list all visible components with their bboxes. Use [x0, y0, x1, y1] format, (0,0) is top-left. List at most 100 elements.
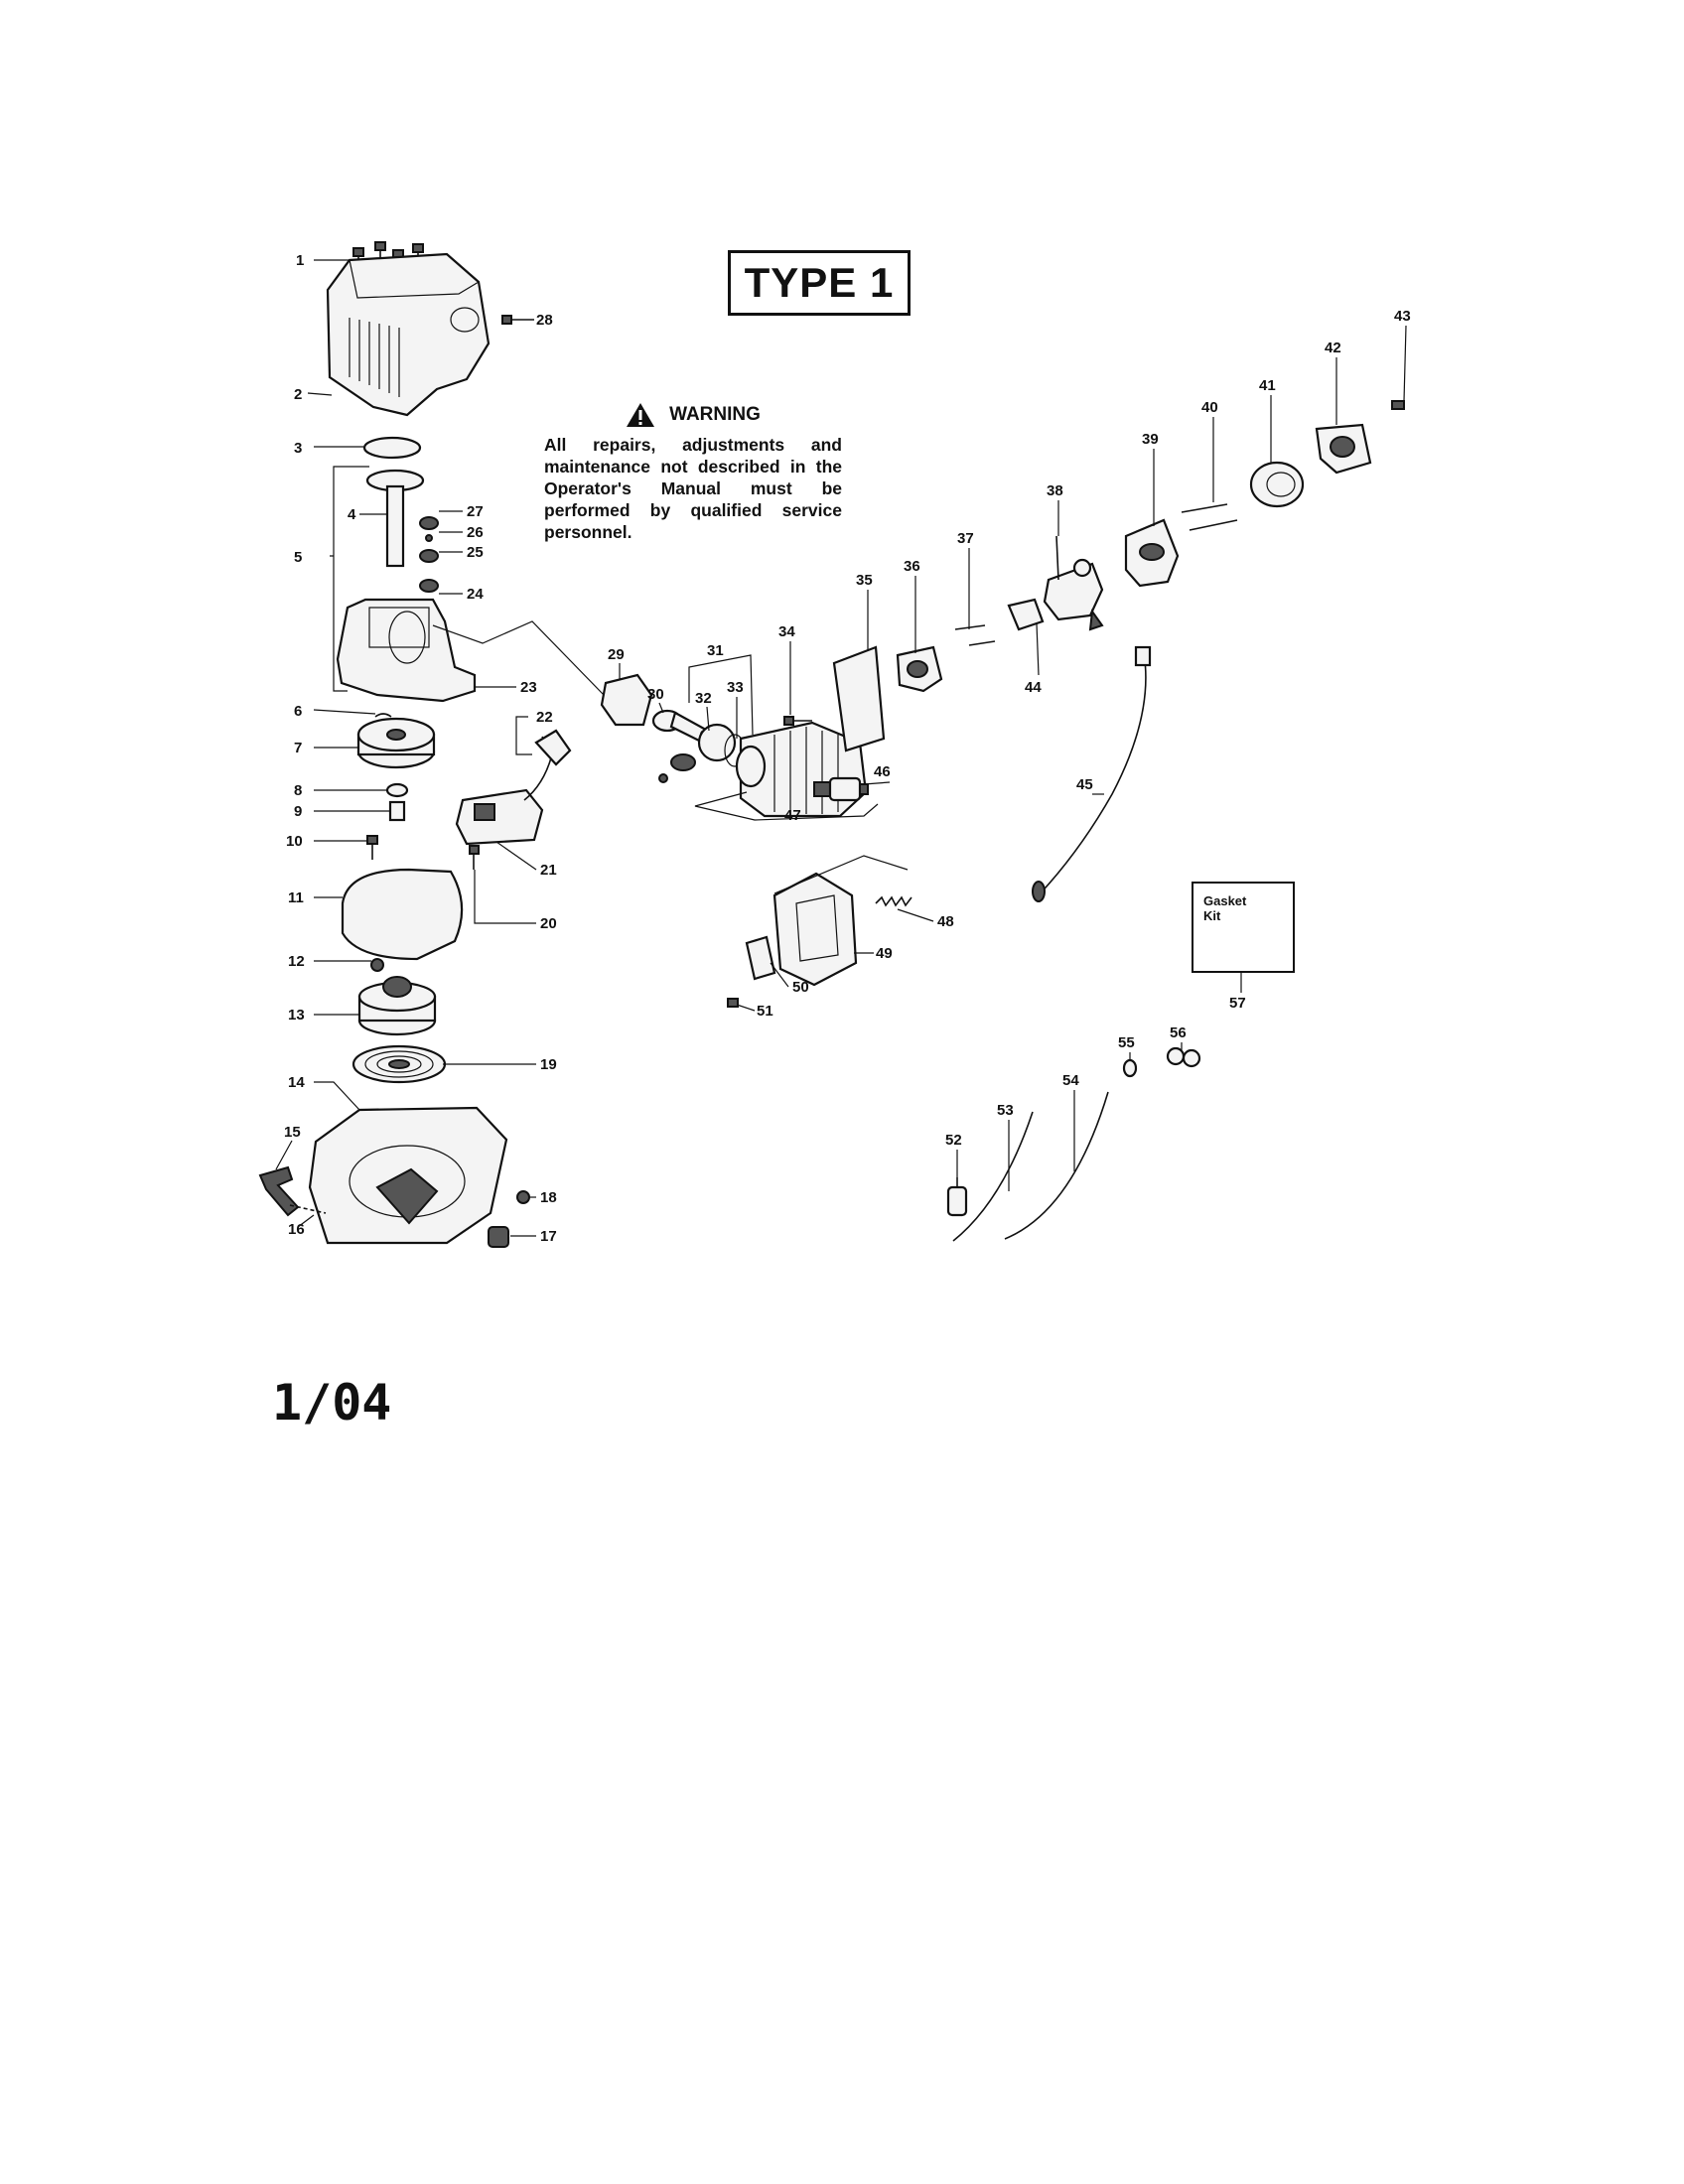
- callout-41: 41: [1259, 377, 1276, 394]
- callout-2: 2: [294, 386, 302, 403]
- part-37-screws: [954, 624, 996, 646]
- callout-12: 12: [288, 953, 305, 970]
- part-18-screw: [516, 1190, 530, 1204]
- callout-26: 26: [467, 524, 484, 541]
- part-36-carb-adapter: [896, 645, 943, 693]
- callout-36: 36: [904, 558, 920, 575]
- callout-14: 14: [288, 1074, 305, 1091]
- part-15-starter-handle: [258, 1165, 300, 1217]
- part-17-grommet: [488, 1226, 509, 1248]
- callout-53: 53: [997, 1102, 1014, 1119]
- callout-44: 44: [1025, 679, 1042, 696]
- part-35-insulator: [832, 645, 886, 752]
- part-44-gasket: [1007, 598, 1045, 631]
- callout-7: 7: [294, 740, 302, 756]
- callout-13: 13: [288, 1007, 305, 1024]
- callout-48: 48: [937, 913, 954, 930]
- part-52-fuel-filter: [946, 1177, 968, 1217]
- callout-16: 16: [288, 1221, 305, 1238]
- callout-40: 40: [1201, 399, 1218, 416]
- type-label: TYPE 1: [744, 259, 895, 306]
- part-13-pulley: [357, 976, 437, 1036]
- callout-50: 50: [792, 979, 809, 996]
- callout-31: 31: [707, 642, 724, 659]
- part-45-throttle-cable: [1034, 652, 1147, 900]
- callout-6: 6: [294, 703, 302, 720]
- callout-30: 30: [647, 686, 664, 703]
- callout-37: 37: [957, 530, 974, 547]
- part-49-muffler: [772, 872, 858, 987]
- part-2-engine-cover: [326, 252, 491, 417]
- part-10-screw: [366, 835, 378, 860]
- callout-25: 25: [467, 544, 484, 561]
- callout-19: 19: [540, 1056, 557, 1073]
- part-55-fitting: [1122, 1058, 1138, 1078]
- part-56-clip: [1166, 1046, 1201, 1068]
- warning-title: WARNING: [669, 404, 761, 425]
- callout-labels: 1 2 3 4 5 6 7 8 9 10 11 12 13 14 15 16 1…: [284, 252, 1411, 1245]
- gasket-kit-box: Gasket Kit: [1192, 882, 1295, 973]
- part-19-recoil-spring: [351, 1044, 447, 1084]
- callout-46: 46: [874, 763, 891, 780]
- callout-38: 38: [1047, 482, 1063, 499]
- callout-29: 29: [608, 646, 625, 663]
- part-41-air-filter: [1249, 461, 1305, 508]
- gasket-kit-label: Gasket Kit: [1203, 893, 1247, 923]
- callout-57: 57: [1229, 995, 1246, 1012]
- callout-51: 51: [757, 1003, 773, 1020]
- part-38-carburetor: [1043, 535, 1104, 631]
- part-40-screws: [1181, 503, 1238, 531]
- callout-15: 15: [284, 1124, 301, 1141]
- part-50-muffler-gasket: [745, 935, 776, 981]
- part-22-boot: [534, 729, 572, 766]
- callout-21: 21: [540, 862, 557, 879]
- callout-33: 33: [727, 679, 744, 696]
- callout-35: 35: [856, 572, 873, 589]
- callout-3: 3: [294, 440, 302, 457]
- callout-5: 5: [294, 549, 302, 566]
- type-label-box: TYPE 1: [728, 250, 911, 316]
- callout-24: 24: [467, 586, 484, 603]
- callout-42: 42: [1325, 340, 1341, 356]
- part-46-spark-plug: [813, 776, 869, 802]
- callout-20: 20: [540, 915, 557, 932]
- part-54-fuel-line: [1004, 1091, 1109, 1240]
- part-39-air-filter-base: [1124, 518, 1180, 588]
- part-16-rope: [289, 1204, 327, 1214]
- part-45-connector: [1134, 645, 1152, 667]
- callout-34: 34: [778, 623, 795, 640]
- callout-39: 39: [1142, 431, 1159, 448]
- callout-23: 23: [520, 679, 537, 696]
- leader-lines: [275, 259, 1407, 1237]
- callout-54: 54: [1062, 1072, 1079, 1089]
- part-28-screw: [501, 315, 534, 325]
- callout-28: 28: [536, 312, 553, 329]
- part-43-screw: [1391, 400, 1405, 410]
- callout-9: 9: [294, 803, 302, 820]
- warning-notice: WARNING All repairs, adjustments and mai…: [544, 402, 842, 543]
- callout-8: 8: [294, 782, 302, 799]
- callout-52: 52: [945, 1132, 962, 1149]
- part-12-screw: [370, 958, 384, 972]
- callout-49: 49: [876, 945, 893, 962]
- warning-triangle-icon: [627, 403, 655, 427]
- part-6-key: [374, 713, 392, 718]
- part-21-ignition-module: [455, 788, 544, 846]
- part-20-screw: [469, 845, 480, 870]
- part-24-27-bearings: [419, 516, 439, 593]
- part-11-gasket: [341, 868, 464, 961]
- callout-11: 11: [288, 889, 304, 906]
- callout-22: 22: [536, 709, 553, 726]
- callout-56: 56: [1170, 1024, 1187, 1041]
- callout-32: 32: [695, 690, 712, 707]
- part-42-filter-cover: [1315, 423, 1372, 475]
- callout-55: 55: [1118, 1034, 1135, 1051]
- callout-4: 4: [348, 506, 356, 523]
- callout-10: 10: [286, 833, 303, 850]
- part-48-spring: [875, 895, 912, 907]
- part-9-spacer: [388, 800, 406, 822]
- part-29-gasket: [600, 673, 653, 727]
- warning-text: All repairs, adjustments and maintenance…: [544, 435, 842, 542]
- callout-18: 18: [540, 1189, 557, 1206]
